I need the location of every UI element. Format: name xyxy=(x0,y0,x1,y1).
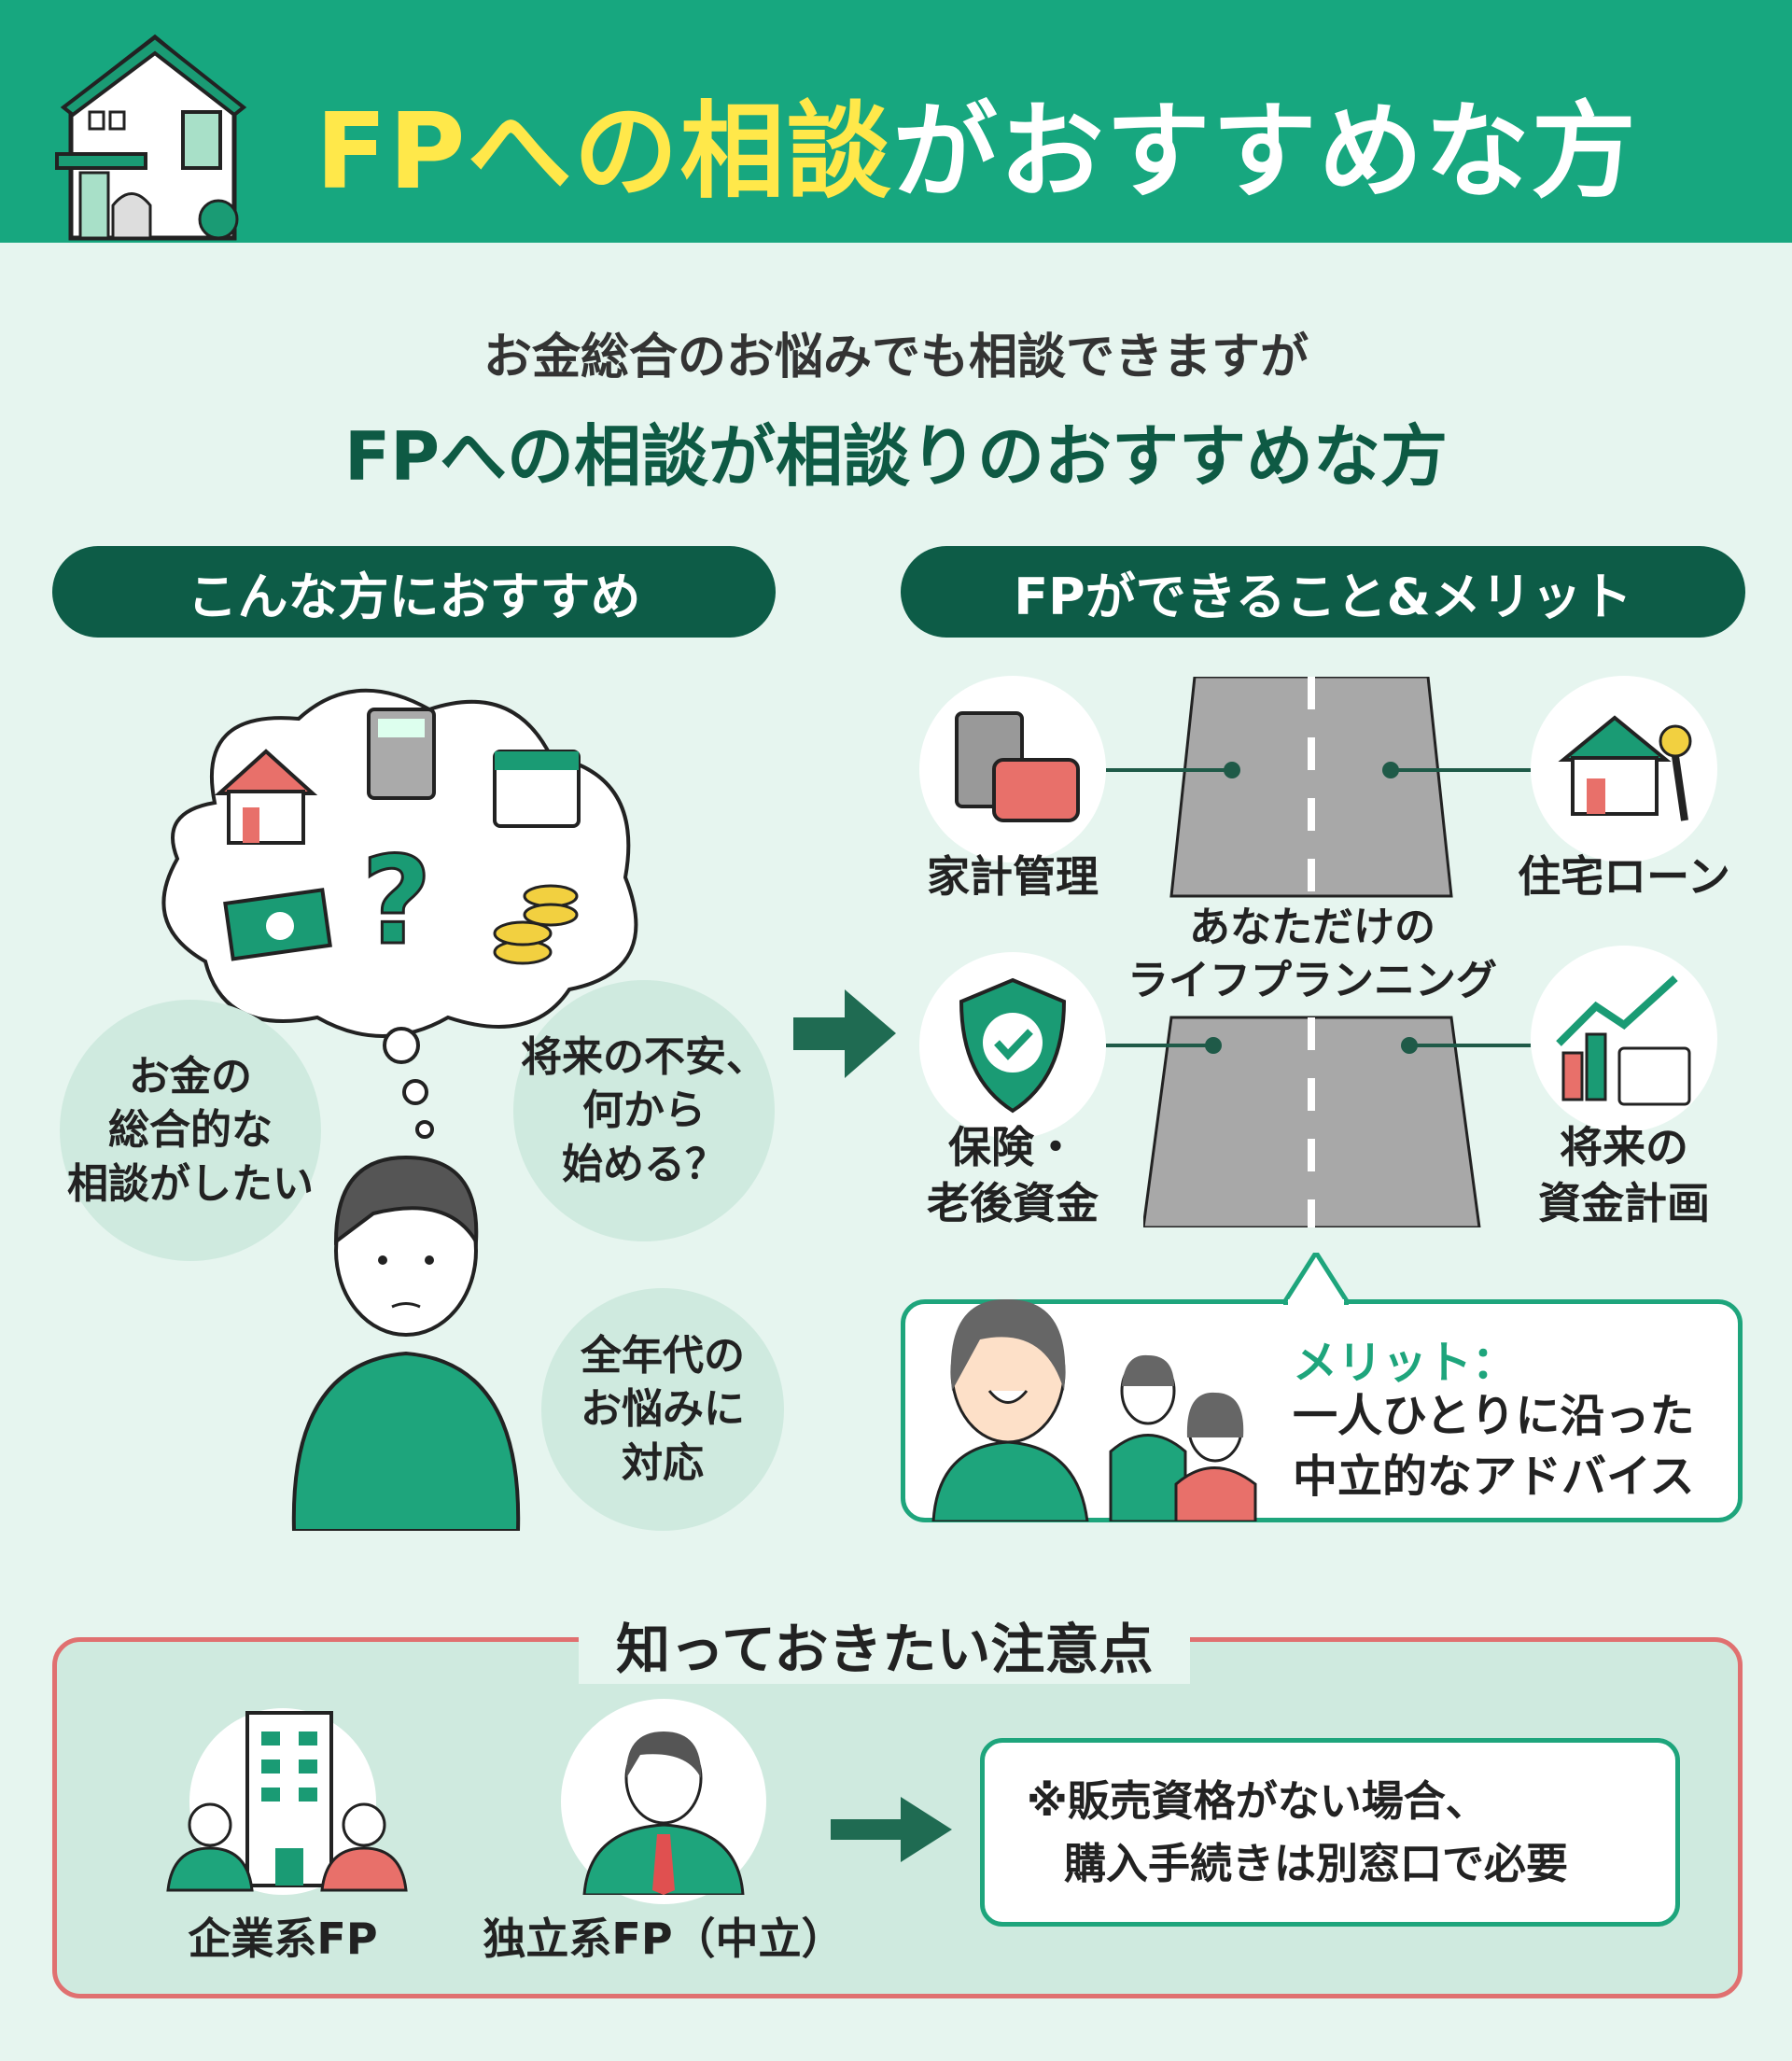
coins-icon xyxy=(493,884,579,965)
corporate-building-people-icon xyxy=(166,1711,408,1892)
subtitle-line2: FPへの相談が相談りのおすすめな方 xyxy=(344,417,1448,496)
header-band xyxy=(0,0,1792,243)
calculator-wallet-icon xyxy=(955,711,1080,822)
housing-loan-icon-circle xyxy=(1531,676,1717,862)
caution-title: 知っておきたい注意点 xyxy=(579,1605,1191,1684)
label-independent-fp: 独立系FP（中立） xyxy=(483,1914,845,1964)
merit-text: 一人ひとりに沿った中立的なアドバイス xyxy=(1293,1390,1695,1503)
house-small-icon xyxy=(214,749,318,845)
advisor-family-illustration xyxy=(931,1298,1257,1521)
bubble-future-anxiety: 将来の不安、何から始める？ xyxy=(513,980,775,1241)
growth-chart-calendar-icon xyxy=(1556,975,1691,1106)
left-heading: こんな方におすすめ xyxy=(52,546,776,638)
life-planning-text: あなただけのライフプランニング xyxy=(1127,904,1497,1005)
page-title: FPへの相談がおすすめな方 xyxy=(315,67,1638,218)
worried-person-illustration xyxy=(291,1155,521,1531)
bubble-all-ages: 全年代のお悩みに対応 xyxy=(541,1288,784,1531)
house-icon xyxy=(55,34,247,241)
house-key-icon xyxy=(1558,715,1692,821)
road-illustration xyxy=(1143,677,1481,1227)
bubble-general-consult: お金の総合的な相談がしたい xyxy=(60,1000,321,1261)
label-housing-loan: 住宅ローン xyxy=(1518,851,1730,902)
label-future-plan: 将来の資金計画 xyxy=(1538,1122,1710,1228)
future-plan-icon-circle xyxy=(1531,946,1717,1132)
label-insurance: 保険・老後資金 xyxy=(927,1122,1099,1228)
right-heading: FPができること&メリット xyxy=(901,546,1745,638)
independent-fp-icon-circle xyxy=(561,1699,766,1904)
caution-note: ※販売資格がない場合、購入手続きは別窓口で必要 xyxy=(980,1738,1680,1927)
calculator-icon xyxy=(367,708,436,800)
connector-lines xyxy=(1106,768,1531,1047)
merit-label: メリット： xyxy=(1293,1337,1518,1389)
merit-pointer xyxy=(1283,1253,1349,1305)
subtitle-line1: お金総合のお悩みでも相談できますが xyxy=(483,329,1309,386)
label-corporate-fp: 企業系FP xyxy=(188,1914,378,1964)
title-rest: がおすすめな方 xyxy=(892,91,1638,213)
money-icon xyxy=(223,888,332,961)
arrow-right-icon xyxy=(793,989,896,1078)
calendar-icon xyxy=(493,750,581,828)
title-highlight: FPへの相談 xyxy=(315,91,893,213)
businessman-icon xyxy=(582,1732,745,1895)
question-mark-icon: ? xyxy=(361,830,431,972)
budget-icon-circle xyxy=(919,676,1106,862)
shield-check-icon xyxy=(959,977,1067,1114)
arrow-right-icon xyxy=(831,1797,952,1862)
label-budget: 家計管理 xyxy=(927,851,1099,902)
insurance-icon-circle xyxy=(919,952,1106,1139)
thought-cloud: ? xyxy=(161,688,638,1139)
